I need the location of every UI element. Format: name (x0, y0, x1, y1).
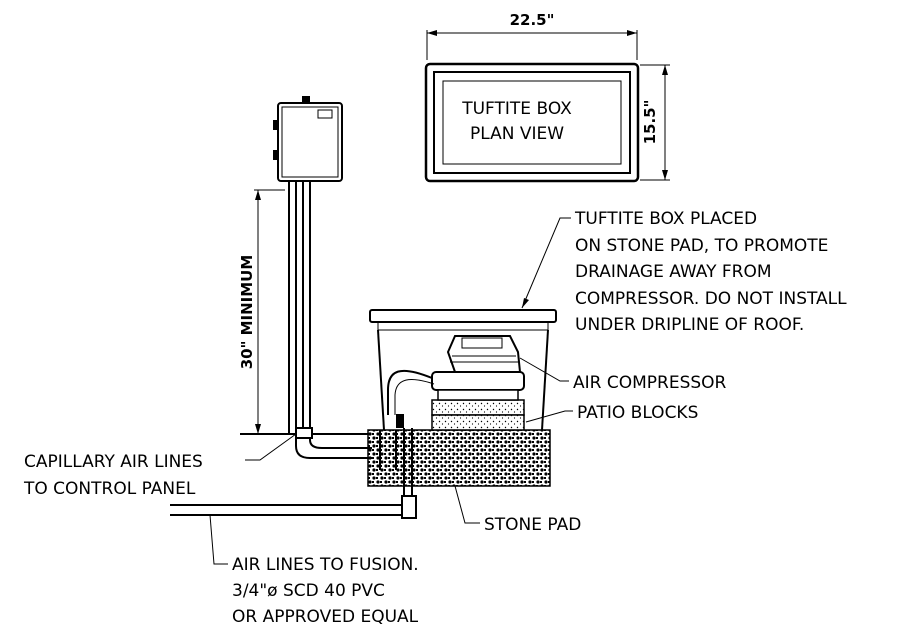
air-compressor (387, 335, 525, 428)
plan-title-line-1: TUFTITE BOX (461, 99, 572, 119)
air-lines-label-line-3: OR APPROVED EQUAL (232, 607, 419, 627)
tuftite-note: TUFTITE BOX PLACED ON STONE PAD, TO PROM… (574, 209, 847, 335)
tuftite-note-line-2: ON STONE PAD, TO PROMOTE (575, 236, 828, 256)
plan-view: 22.5" 15.5" TUFTITE BOX PLAN VIEW (424, 11, 670, 183)
tuftite-box-section (369, 309, 557, 431)
capillary-label-line-1: CAPILLARY AIR LINES (24, 452, 203, 472)
stone-pad-label: STONE PAD (484, 515, 581, 535)
tuftite-note-line-4: COMPRESSOR. DO NOT INSTALL (575, 289, 847, 309)
patio-blocks-label: PATIO BLOCKS (577, 403, 698, 423)
plan-title-line-2: PLAN VIEW (470, 124, 564, 144)
tuftite-box-plan-outline (424, 62, 640, 183)
air-lines-label-line-2: 3/4"ø SCD 40 PVC (232, 581, 385, 601)
air-compressor-label: AIR COMPRESSOR (573, 373, 727, 393)
height-dimension: 30" MINIMUM (238, 189, 285, 434)
patio-blocks (431, 399, 525, 431)
control-panel (273, 96, 343, 434)
minimum-height-label: 30" MINIMUM (238, 255, 256, 370)
tuftite-note-line-1: TUFTITE BOX PLACED (574, 209, 757, 229)
capillary-label-line-2: TO CONTROL PANEL (23, 479, 196, 499)
leader-lines (209, 217, 573, 565)
air-lines-label-line-1: AIR LINES TO FUSION. (232, 555, 419, 575)
plan-height-dimension: 15.5" (641, 100, 659, 145)
plan-width-dimension: 22.5" (510, 11, 555, 29)
tuftite-note-line-5: UNDER DRIPLINE OF ROOF. (575, 315, 804, 335)
tuftite-note-line-3: DRAINAGE AWAY FROM (575, 262, 772, 282)
